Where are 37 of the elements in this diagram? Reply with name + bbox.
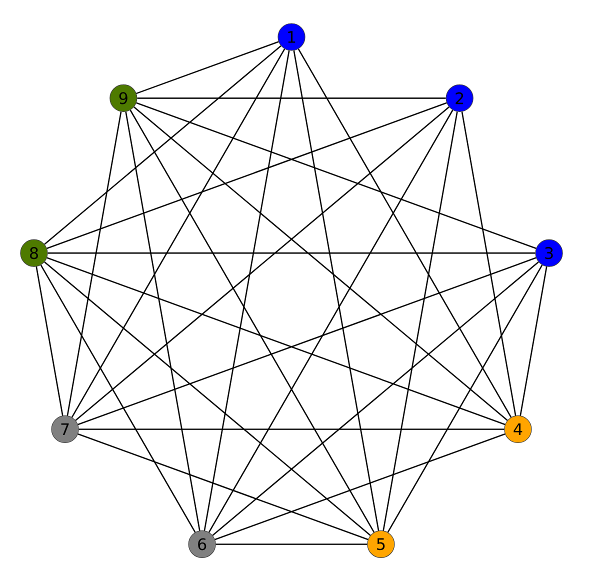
edge-line xyxy=(298,48,512,418)
edge-line xyxy=(293,50,380,531)
edge-line xyxy=(136,102,536,249)
graph-node: 5 xyxy=(367,530,395,558)
edge-line xyxy=(48,252,536,254)
edge-line xyxy=(46,102,447,249)
edge-line xyxy=(125,112,200,531)
edge-line xyxy=(520,266,548,416)
edge-line xyxy=(134,106,508,421)
edge-line xyxy=(137,98,446,99)
edge-line xyxy=(212,261,539,536)
edge-line xyxy=(78,428,504,430)
edge-line xyxy=(71,48,286,418)
graph-node: 1 xyxy=(278,23,306,51)
edge-line xyxy=(382,112,458,531)
edge-line xyxy=(78,433,368,540)
edge-line xyxy=(461,112,516,416)
graph-node: 3 xyxy=(535,239,563,267)
edge-line xyxy=(44,45,282,245)
graph-node: 6 xyxy=(188,530,216,558)
graph-node: 9 xyxy=(110,84,138,112)
edge-line xyxy=(40,264,196,533)
graph-node: 8 xyxy=(20,239,48,267)
edge-line xyxy=(75,106,450,421)
edge-line xyxy=(214,433,506,540)
edge-line xyxy=(36,266,64,416)
graph-node: 7 xyxy=(51,415,79,444)
edge-line xyxy=(130,110,375,533)
edge-line xyxy=(44,261,371,536)
graph-node: 2 xyxy=(446,84,474,112)
edge-line xyxy=(387,264,543,533)
edge-line xyxy=(208,110,454,533)
edge-line xyxy=(66,112,122,416)
edge-line xyxy=(216,544,368,545)
edge-line xyxy=(136,41,279,94)
edge-line xyxy=(204,50,290,531)
graph-node: 4 xyxy=(504,415,532,444)
